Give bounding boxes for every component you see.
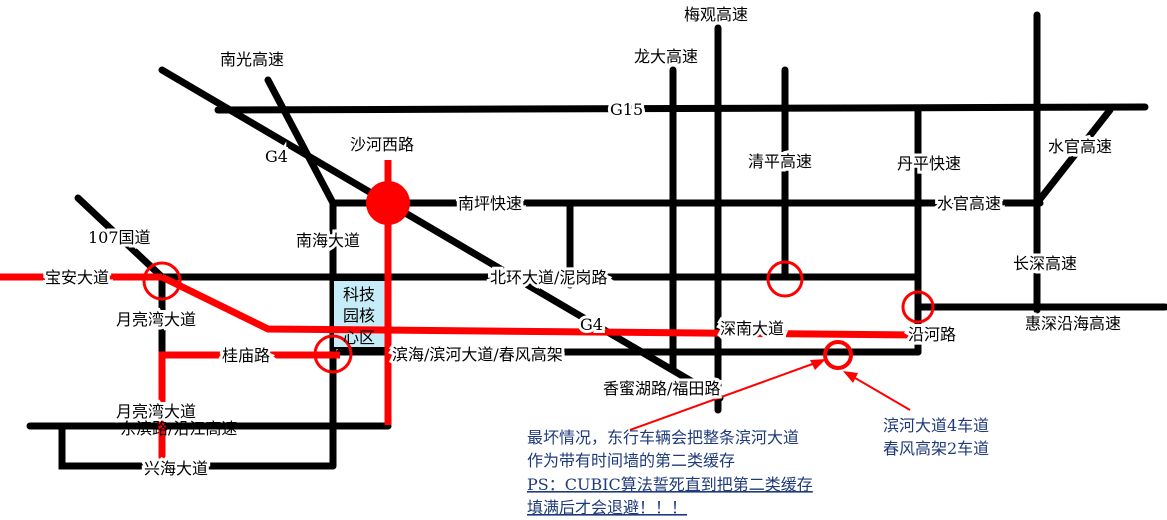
arrow-head-icon [810,359,826,370]
label-xinghai: 兴海大道 [144,459,208,478]
label-nanping: 南坪快速 [458,194,522,213]
label-107: 107国道 [88,228,151,247]
roads-red [0,160,935,465]
label-g4: G4 [580,315,603,334]
label-danping: 丹平快速 [897,154,961,173]
junction-circle [142,261,182,301]
label-baoan: 宝安大道 [45,268,109,287]
label-shuiguan: 水官高速 [937,194,1001,213]
park-line: 科技 [343,285,375,304]
junction-circle [901,290,935,324]
label-huishen: 惠深沿海高速 [1025,314,1121,333]
label-g15: G15 [610,100,643,119]
label-yueliangwan: 月亮湾大道 [116,402,196,421]
label-shennan: 深南大道 [720,319,784,338]
note-lanes: 滨河大道4车道 [883,416,989,435]
label-xiangmihu: 香蜜湖路/福田路 [603,379,720,398]
label-guimiao: 桂庙路 [222,346,270,365]
arrow-line [629,361,819,431]
route-guimiao [158,351,340,465]
road-107 [74,194,166,281]
congestion-dot [366,181,410,225]
roads-black [26,11,1167,470]
route-shennan [160,273,919,339]
park-line: 园核 [343,306,375,325]
road-g15 [214,103,1149,114]
label-meiguan: 梅观高速 [684,5,748,24]
note-worst-case: 最坏情况，东行车辆会把整条滨河大道 [527,428,799,447]
tech-park-label: 科技 园核 心区 [343,285,375,347]
label-beihuan: 北环大道/泥岗路 [490,268,607,287]
road-nanguang [264,76,337,207]
bottleneck-circle [823,340,853,370]
label-qingping: 清平高速 [748,152,812,171]
label-binhai: 滨海/滨河大道/春风高架 [392,345,563,364]
label-nanhai: 南海大道 [296,231,360,250]
label-shuiguan: 水官高速 [1048,137,1112,156]
junction-circle [313,334,353,374]
arrow-line [849,374,911,411]
label-yanhe: 沿河路 [908,325,956,344]
note-worst-case: 作为带有时间墙的第二类缓存 [527,451,735,470]
road-xinghai [58,422,337,470]
label-yueliangwan: 月亮湾大道 [116,310,196,329]
note-ps: 填满后才会退避！！！ [527,498,687,517]
arrow-head-icon [843,371,858,383]
label-dongbin: 东滨路/沿江高速 [120,419,237,438]
park-line: 心区 [343,328,375,347]
note-ps: PS：CUBIC算法誓死直到把第二类缓存 [527,475,813,494]
label-g4: G4 [265,147,288,166]
annotations: 滨河大道4车道 春风高架2车道 最坏情况，东行车辆会把整条滨河大道 作为带有时间… [527,416,989,517]
note-lanes: 春风高架2车道 [883,439,989,458]
road-shuiguan [1033,106,1114,207]
road-g4 [158,66,724,402]
label-nanguang: 南光高速 [220,50,284,69]
label-longda: 龙大高速 [634,47,698,66]
label-changshen: 长深高速 [1013,254,1077,273]
junction-circle [766,260,804,298]
road-labels: G15 G4 G4 南光高速 梅观高速 龙大高速 沙河西路 南坪快速 清平高速 … [42,2,1124,481]
label-shahe: 沙河西路 [350,135,414,154]
